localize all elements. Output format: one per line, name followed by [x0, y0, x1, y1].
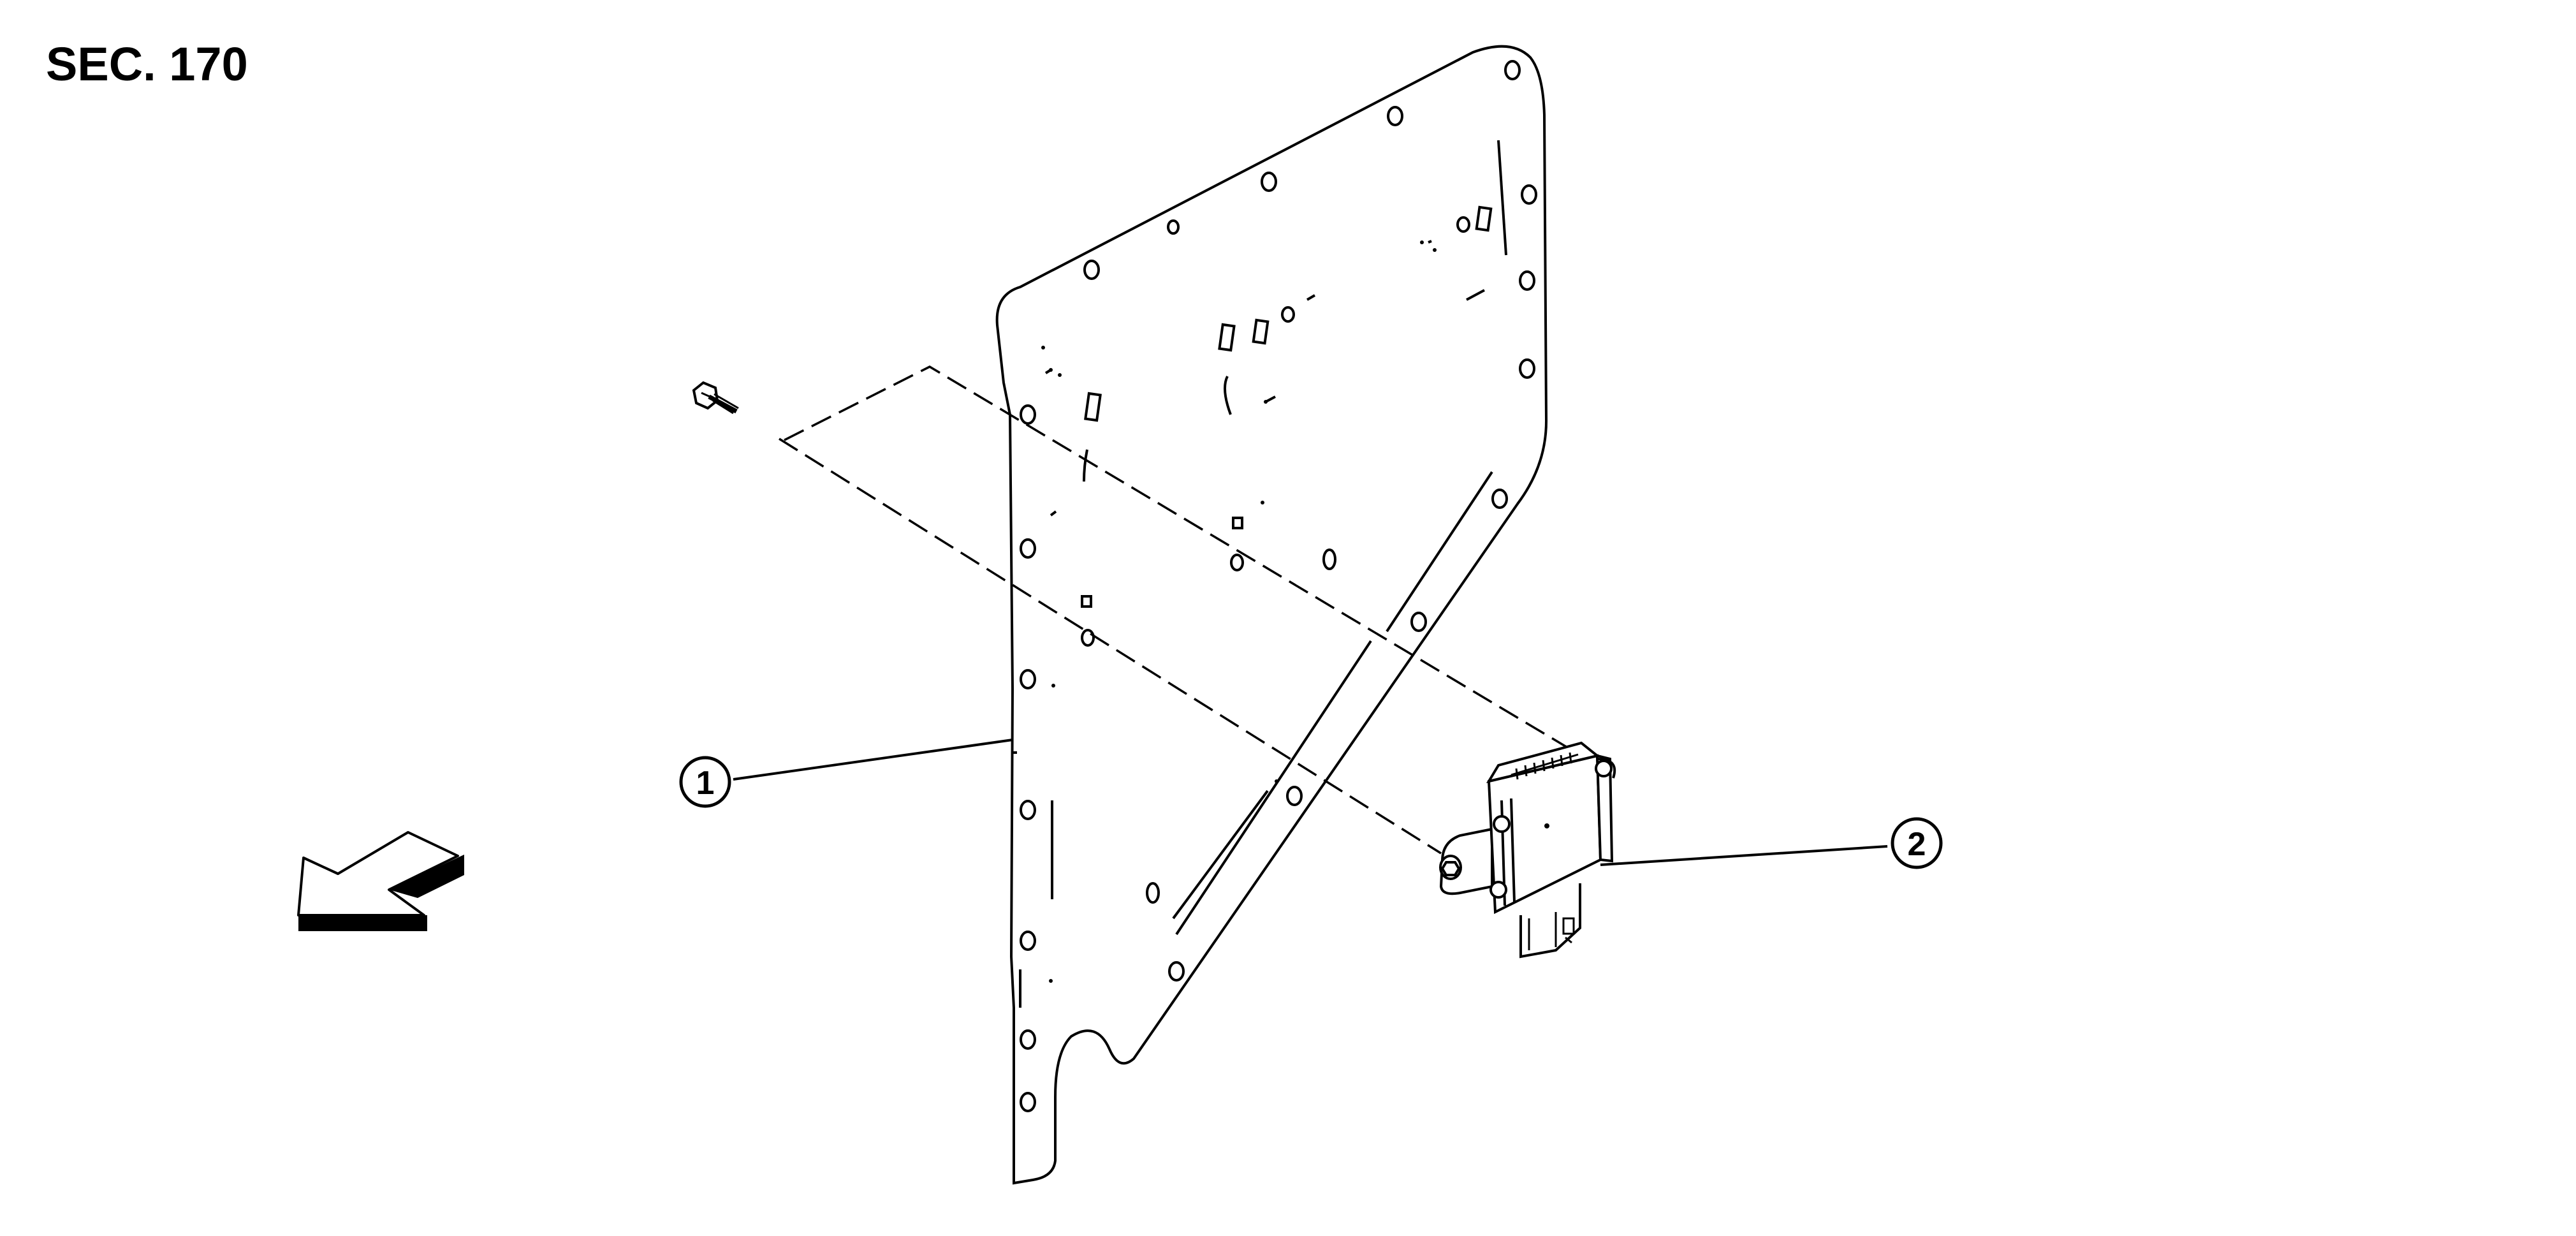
dashed-line — [779, 438, 1442, 855]
callout-2-number: 2 — [1908, 826, 1926, 863]
panel-rib — [1175, 640, 1372, 936]
module-rib — [1510, 798, 1516, 903]
leader-line-2 — [1600, 845, 1888, 866]
module-grommet — [1595, 760, 1613, 777]
module-side — [1595, 754, 1614, 863]
dashed-line — [784, 365, 1582, 757]
panel-rib — [1386, 471, 1493, 633]
panel-rib — [1428, 240, 1432, 244]
panel-part — [995, 45, 1548, 1185]
assembly-lines — [779, 365, 1582, 855]
panel-hole — [1081, 629, 1095, 647]
module-grommet — [1489, 881, 1507, 899]
leader-line-1 — [733, 739, 1013, 781]
callouts: 1 2 — [679, 739, 1943, 869]
callout-2: 2 — [1891, 817, 1943, 869]
panel-rib — [1083, 449, 1088, 482]
panel-rib — [1050, 510, 1057, 517]
front-direction-arrow-icon — [297, 831, 464, 931]
panel-hole — [1230, 554, 1244, 571]
panel-rib — [1172, 790, 1269, 920]
panel-outline — [995, 45, 1548, 1185]
panel-slots — [1081, 205, 1493, 608]
bolt-icon — [692, 381, 739, 415]
callout-1-number: 1 — [696, 765, 715, 802]
callout-1: 1 — [679, 756, 731, 808]
module-part — [1439, 741, 1616, 959]
panel-holes — [1020, 60, 1537, 1112]
panel-rib — [1466, 289, 1485, 301]
module-grommet — [1493, 815, 1511, 833]
panel-dots — [1041, 240, 1437, 983]
section-label: SEC. 170 — [46, 38, 248, 91]
panel-rib — [1306, 294, 1316, 301]
panel-rib — [1224, 376, 1232, 415]
panel-rib — [1497, 140, 1507, 256]
module-connector — [1511, 752, 1579, 780]
